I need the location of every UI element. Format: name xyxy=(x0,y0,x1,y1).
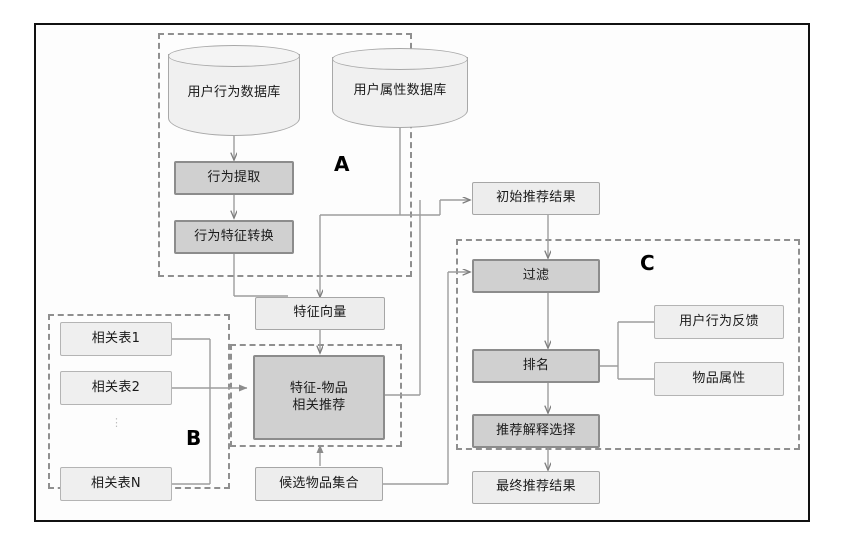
db-user-attribute[interactable]: 用户属性数据库 xyxy=(332,48,468,128)
group-box-a xyxy=(158,33,412,277)
node-item-attribute[interactable]: 物品属性 xyxy=(654,362,784,396)
node-filter-label: 过滤 xyxy=(522,267,550,283)
node-behavior-feature-transform[interactable]: 行为特征转换 xyxy=(174,220,294,254)
group-box-c xyxy=(456,239,800,450)
node-candidate-item-set-label: 候选物品集合 xyxy=(279,475,359,491)
node-ranking[interactable]: 排名 xyxy=(472,349,600,383)
node-feature-item-recommend-label: 特征-物品 相关推荐 xyxy=(289,381,349,413)
node-recommend-explain-select-label: 推荐解释选择 xyxy=(496,422,576,438)
node-final-recommend-result-label: 最终推荐结果 xyxy=(496,479,576,495)
db-user-attribute-label: 用户属性数据库 xyxy=(353,82,447,98)
node-filter[interactable]: 过滤 xyxy=(472,259,600,293)
node-behavior-feature-transform-label: 行为特征转换 xyxy=(194,228,274,244)
node-relation-table-n[interactable]: 相关表N xyxy=(60,467,172,501)
group-label-b: B xyxy=(186,426,202,450)
group-label-a: A xyxy=(334,152,350,176)
node-behavior-extract-label: 行为提取 xyxy=(207,169,261,185)
node-item-attribute-label: 物品属性 xyxy=(692,370,746,386)
node-relation-table-1[interactable]: 相关表1 xyxy=(60,322,172,356)
cylinder-body xyxy=(168,54,300,136)
node-relation-table-2[interactable]: 相关表2 xyxy=(60,371,172,405)
node-feature-vector-label: 特征向量 xyxy=(293,305,347,321)
cylinder-top xyxy=(332,48,468,70)
node-final-recommend-result[interactable]: 最终推荐结果 xyxy=(472,471,600,504)
node-ranking-label: 排名 xyxy=(522,357,550,373)
node-user-behavior-feedback[interactable]: 用户行为反馈 xyxy=(654,305,784,339)
node-feature-vector[interactable]: 特征向量 xyxy=(255,297,385,330)
node-user-behavior-feedback-label: 用户行为反馈 xyxy=(679,313,759,329)
node-initial-recommend-result[interactable]: 初始推荐结果 xyxy=(472,182,600,215)
db-user-behavior[interactable]: 用户行为数据库 xyxy=(168,45,300,136)
node-relation-table-2-label: 相关表2 xyxy=(91,379,141,395)
node-recommend-explain-select[interactable]: 推荐解释选择 xyxy=(472,414,600,448)
db-user-behavior-label: 用户行为数据库 xyxy=(187,85,281,100)
node-candidate-item-set[interactable]: 候选物品集合 xyxy=(255,467,383,501)
relation-table-ellipsis: ⋮ xyxy=(111,416,122,429)
node-behavior-extract[interactable]: 行为提取 xyxy=(174,161,294,195)
group-label-c: C xyxy=(640,251,655,275)
node-feature-item-recommend[interactable]: 特征-物品 相关推荐 xyxy=(253,355,385,440)
node-relation-table-1-label: 相关表1 xyxy=(91,330,141,346)
node-relation-table-n-label: 相关表N xyxy=(91,475,141,491)
node-initial-recommend-result-label: 初始推荐结果 xyxy=(496,190,576,206)
cylinder-top xyxy=(168,45,300,67)
